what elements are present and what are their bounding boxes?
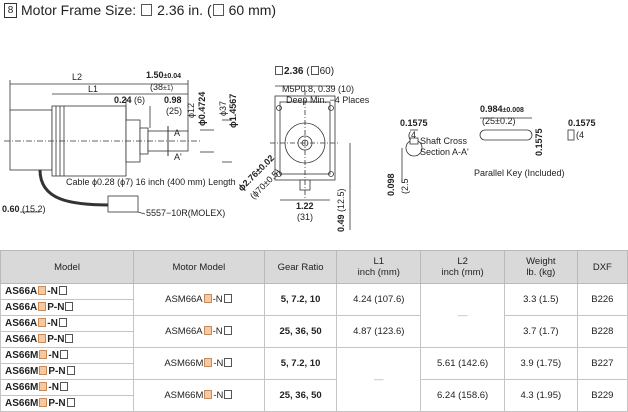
dim-4-a: (4 [408,130,417,140]
dim-38: (38±1) [150,82,174,92]
l1-cell: 4.24 (107.6) [336,283,422,316]
gear-ratio-cell: 25, 36, 50 [263,379,338,412]
model-cell: AS66A-N [0,315,134,332]
section-title: Motor Frame Size: [21,2,137,18]
motor-body [9,109,53,171]
dim-060: 0.60 (15.2) [2,204,46,214]
section-header: 8 Motor Frame Size: 2.36 in. ( 60 mm) [4,2,276,18]
weight-cell: 4.3 (1.95) [504,379,578,412]
label-l1: L1 [88,84,99,94]
dxf-cell: B227 [576,347,628,380]
section-a: A [174,128,181,138]
connector [107,195,139,213]
dim-01575-a: 0.1575 [400,118,428,128]
dim-phi04724: ϕ0.4724 [197,91,207,126]
l1-cell: 4.87 (123.6) [336,315,422,348]
dim-phi14567: ϕ1.4567 [228,93,238,128]
weight-cell: 3.7 (1.7) [504,315,578,348]
dxf-cell: B226 [576,283,628,316]
shaft-cross-label-1: Shaft Cross [420,136,468,146]
parallel-key-label: Parallel Key (Included) [474,168,565,178]
dim-phi12: ϕ12 [186,102,196,118]
dim-25c: (25±0.2) [482,116,516,126]
section-a-prime: A' [174,152,182,162]
dim-4-c: (4 [576,130,585,140]
weight-cell: 3.3 (1.5) [504,283,578,316]
gear-ratio-cell: 5, 7.2, 10 [263,283,338,316]
connector-label: 5557−10R(MOLEX) [146,208,226,218]
screw-depth: Deep Min. −4 Places [286,95,370,105]
dim-31: (31) [297,212,314,222]
col-motor-model: Motor Model [133,250,265,284]
parallel-key [479,129,533,141]
model-cell: AS66M-N [0,347,134,364]
model-cell: AS66A-N [0,283,134,300]
screw-spec: M5P0.8, 0.39 (10) [282,84,355,94]
l2-cell: 5.61 (142.6) [420,347,506,380]
dxf-cell: B228 [576,315,628,348]
dim-01575-c: 0.1575 [568,118,596,128]
dim-phi37: ϕ37 [218,100,228,116]
frame-size-inch: 2.36 in. ( [157,2,212,18]
motor-model-cell: ASM66M-N [133,379,265,412]
dim-024: 0.24 [114,95,132,105]
l2-cell: — [420,283,506,348]
col-model: Model [0,250,134,284]
square-symbol-icon [212,4,224,16]
gear-ratio-cell: 25, 36, 50 [263,315,338,348]
square-symbol-icon [141,4,153,16]
col-dxf: DXF [576,250,628,284]
dim-0098: 0.098 [386,173,396,196]
cable-spec: Cable ϕ0.28 (ϕ7) 16 inch (400 mm) Length [66,177,236,187]
dimension-drawing [4,80,575,230]
motor-model-cell: ASM66A-N [133,283,265,316]
dim-122: 1.22 [296,201,314,211]
dim-25b: (2.5 [400,178,410,194]
dim-25: (25) [166,106,183,116]
frame-size: 2.36 (60) [274,66,334,77]
dim-098: 0.98 [164,95,182,105]
dim-6: (6) [134,95,145,105]
dxf-cell: B229 [576,379,628,412]
weight-cell: 3.9 (1.75) [504,347,578,380]
section-number: 8 [4,2,17,18]
dim-150: 1.50±0.04 [146,70,181,80]
dim-049: 0.49 (12.5) [336,188,346,232]
l1-cell: — [336,347,422,412]
label-l2: L2 [72,72,83,82]
col-gear-ratio: Gear Ratio [263,250,338,284]
model-cell: AS66M-N [0,379,134,396]
dim-01575-b: 0.1575 [534,128,544,156]
motor-model-cell: ASM66M-N [133,347,265,380]
dim-0984: 0.984±0.008 [480,104,524,114]
shaft-cross-label-2: Section A-A' [420,147,469,157]
frame-size-mm: 60 mm) [228,2,277,18]
l2-cell: 6.24 (158.6) [420,379,506,412]
motor-model-cell: ASM66A-N [133,315,265,348]
gear-ratio-cell: 5, 7.2, 10 [263,347,338,380]
